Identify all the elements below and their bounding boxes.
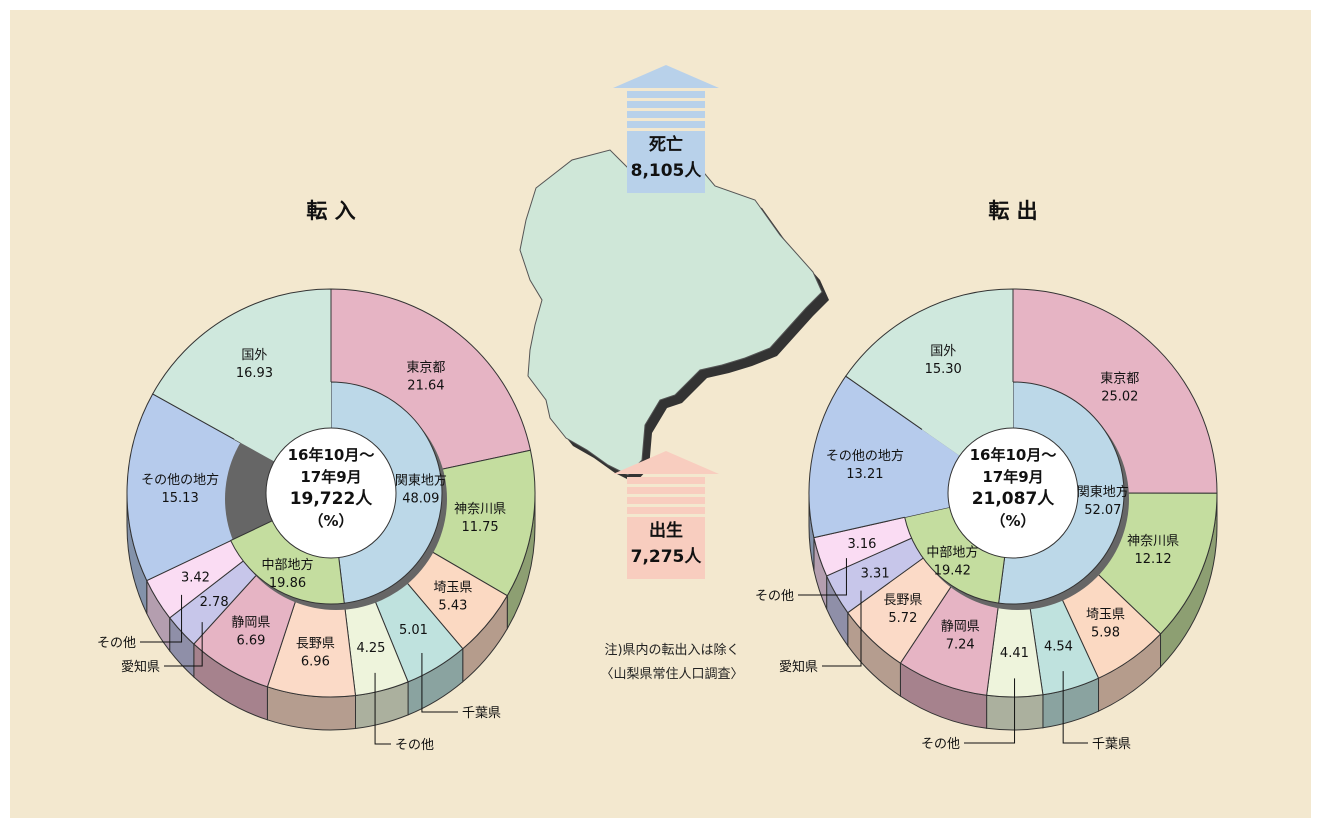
slice-value: 4.25 (356, 641, 385, 656)
prefecture-map (519, 149, 829, 483)
slice-value: 6.69 (236, 634, 265, 649)
slice-label: 埼玉県 (1086, 607, 1125, 622)
slice-value: 4.54 (1044, 639, 1073, 654)
slice-value: 5.72 (888, 611, 917, 626)
slice-callout-label: 千葉県 (1092, 737, 1131, 752)
inner-slice-value: 19.86 (269, 576, 306, 591)
center-text: 16年10月～ (288, 446, 375, 464)
death-arrow: 死亡 8,105人 (613, 65, 719, 193)
slice-value: 6.96 (301, 654, 330, 669)
death-arrow-stripe (627, 101, 705, 108)
birth-label: 出生 (649, 520, 683, 541)
death-value: 8,105人 (631, 161, 703, 181)
slice-value: 25.02 (1101, 389, 1138, 404)
callout-line (964, 678, 1016, 744)
pie-title: 転 出 (988, 199, 1037, 223)
birth-value: 7,275人 (631, 547, 703, 567)
center-text: 19,722人 (290, 489, 374, 509)
slice-value: 16.93 (236, 366, 273, 381)
center-text: （%） (990, 512, 1035, 530)
callout-line (798, 558, 847, 596)
callout-line (374, 672, 391, 745)
birth-arrow-stripe (627, 497, 705, 504)
slice-label: その他の地方 (141, 472, 219, 488)
chart-panel: 死亡 8,105人 出生 7,275人 注)県内の転出入は除く 〈山梨県常住人口… (10, 10, 1311, 818)
slice-callout-label: その他 (395, 738, 434, 753)
slice-callout-label: 千葉県 (462, 706, 501, 721)
source-text: 〈山梨県常住人口調査〉 (600, 667, 743, 682)
slice-value: 15.13 (162, 491, 199, 506)
slice-callout-label: 愛知県 (121, 659, 160, 675)
slice-value: 11.75 (461, 520, 498, 535)
slice-callout-label: その他 (97, 636, 136, 651)
death-arrow-stripe (627, 91, 705, 98)
inner-slice-label: 関東地方 (395, 473, 447, 489)
death-arrow-head (613, 65, 719, 88)
center-text: 16年10月～ (970, 446, 1057, 464)
birth-arrow-body (627, 517, 705, 579)
death-arrow-stripe (627, 121, 705, 128)
center-circle (947, 427, 1079, 559)
inner-slice-label: 関東地方 (1077, 484, 1129, 500)
note-text: 注)県内の転出入は除く (604, 642, 739, 658)
callout-line (164, 622, 203, 667)
death-arrow-stripe (627, 111, 705, 118)
chart-canvas: 死亡 8,105人 出生 7,275人 注)県内の転出入は除く 〈山梨県常住人口… (10, 10, 1311, 818)
inner-slice-value: 19.42 (934, 563, 971, 578)
callout-line (1062, 671, 1088, 744)
slice-value: 3.42 (181, 570, 210, 585)
slice-label: 神奈川県 (1127, 534, 1179, 549)
slice-label: 神奈川県 (454, 502, 506, 517)
inner-slice-label: 中部地方 (926, 544, 978, 560)
inner-slice-value: 48.09 (402, 492, 439, 507)
slice-label: 静岡県 (231, 616, 270, 631)
slice-label: 長野県 (296, 636, 335, 651)
birth-arrow: 出生 7,275人 (613, 451, 719, 579)
callout-line (140, 594, 183, 643)
slice-callout-label: その他 (755, 589, 794, 604)
slice-callout-label: 愛知県 (779, 659, 818, 675)
slice-label: 国外 (930, 344, 956, 359)
birth-arrow-stripe (627, 487, 705, 494)
pie-charts: 16年10月～ 17年9月 19,722人 （%） 東京都 21.64 神奈川県 11.75 埼… (97, 199, 1218, 753)
inner-slice-label: 中部地方 (262, 557, 314, 573)
slice-value: 5.43 (438, 598, 467, 613)
slice-value: 2.78 (200, 595, 229, 610)
slice-callout-label: その他 (921, 737, 960, 752)
slice-value: 15.30 (925, 362, 962, 377)
slice-value: 5.98 (1091, 625, 1120, 640)
slice-label: 長野県 (883, 593, 922, 608)
slice-label: その他の地方 (826, 448, 904, 464)
slice-value: 13.21 (846, 467, 883, 482)
death-arrow-body (627, 131, 705, 193)
slice-label: 東京都 (1100, 370, 1139, 386)
center-circle (265, 427, 397, 559)
callout-line (822, 590, 862, 667)
slice-label: 埼玉県 (433, 580, 472, 595)
inner-slice-value: 52.07 (1084, 503, 1121, 518)
slice-value: 12.12 (1134, 552, 1171, 567)
death-label: 死亡 (649, 134, 683, 155)
callout-line (421, 653, 458, 713)
slice-value: 7.24 (946, 637, 975, 652)
slice-value: 3.31 (861, 566, 890, 581)
slice-value: 5.01 (399, 623, 428, 638)
slice-label: 静岡県 (941, 619, 980, 634)
pie-title: 転 入 (306, 199, 355, 223)
birth-arrow-stripe (627, 507, 705, 514)
slice-label: 国外 (241, 348, 267, 363)
pie-2: 16年10月～ 17年9月 21,087人 （%） 東京都 25.02 神奈川県 12.12 埼… (755, 199, 1218, 752)
map-shape (519, 149, 823, 476)
center-text: 21,087人 (972, 489, 1056, 509)
slice-value: 4.41 (1000, 646, 1029, 661)
center-text: （%） (308, 512, 353, 530)
pie-1: 16年10月～ 17年9月 19,722人 （%） 東京都 21.64 神奈川県 11.75 埼… (97, 199, 536, 753)
slice-value: 3.16 (847, 537, 876, 552)
center-text: 17年9月 (300, 468, 361, 486)
slice-label: 東京都 (406, 360, 445, 376)
birth-arrow-stripe (627, 477, 705, 484)
center-text: 17年9月 (982, 468, 1043, 486)
slice-value: 21.64 (407, 379, 444, 394)
birth-arrow-head (613, 451, 719, 474)
